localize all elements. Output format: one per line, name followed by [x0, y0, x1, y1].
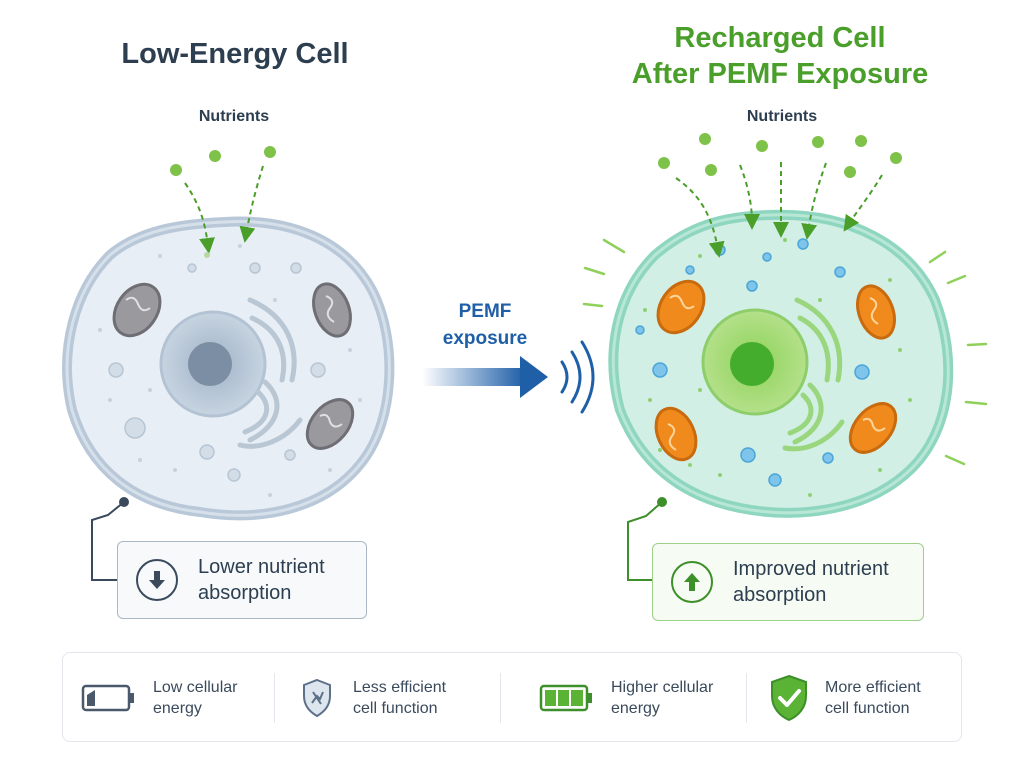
legend-line1: Less efficient: [353, 679, 447, 696]
pemf-exposure-label: PEMF exposure: [420, 298, 550, 352]
full-battery-icon: [539, 684, 592, 712]
legend-line1: Higher cellular: [611, 679, 714, 696]
legend-line2: energy: [611, 700, 660, 717]
recharged-title-line1: Recharged Cell: [674, 22, 886, 54]
left-nutrients-label: Nutrients: [198, 108, 270, 125]
down-arrow-icon: [136, 559, 178, 601]
small-particles: [643, 238, 912, 497]
energy-rays: [582, 238, 988, 466]
legend-text: More efficient cell function: [825, 677, 921, 719]
legend-divider: [500, 673, 501, 723]
low-energy-cell: [62, 216, 395, 521]
legend-text: Less efficient cell function: [353, 677, 446, 719]
legend-divider: [274, 673, 275, 723]
lower-absorption-text: Lower nutrient absorption: [198, 556, 325, 604]
recharged-cell: [608, 209, 954, 518]
legend-text: Higher cellular energy: [611, 677, 713, 719]
small-particles: [98, 244, 362, 497]
right-nutrients-label: Nutrients: [746, 108, 818, 125]
golgi: [237, 297, 303, 449]
vesicles: [635, 238, 870, 487]
legend-line1: More efficient: [825, 679, 921, 696]
low-energy-cell-title: Low-Energy Cell: [121, 38, 349, 70]
recharged-title-line2: After PEMF Exposure: [631, 58, 929, 90]
pemf-label-line1: PEMF: [458, 301, 512, 322]
legend-divider: [746, 673, 747, 723]
legend-bar: Low cellular energy Less efficient cell …: [62, 652, 962, 742]
legend-item-less-efficient: Less efficient cell function: [301, 653, 446, 743]
legend-item-more-efficient: More efficient cell function: [769, 653, 921, 743]
legend-item-higher-energy: Higher cellular energy: [539, 653, 713, 743]
shield-icon: [303, 678, 331, 718]
pemf-label-line2: exposure: [442, 328, 528, 349]
left-nutrient-particles: [170, 146, 276, 258]
pemf-arrow: [422, 356, 548, 398]
right-nutrient-particles: [658, 133, 902, 258]
low-battery-icon: [81, 684, 134, 712]
legend-line2: energy: [153, 700, 202, 717]
improved-absorption-text: Improved nutrient absorption: [733, 558, 889, 606]
right-callout-connector: [627, 501, 663, 581]
nucleolus: [188, 342, 232, 386]
mitochondria: [654, 279, 898, 462]
legend-item-low-energy: Low cellular energy: [81, 653, 237, 743]
legend-line2: cell function: [353, 700, 438, 717]
mitochondria: [112, 282, 355, 450]
lower-absorption-callout: Lower nutrient absorption: [117, 541, 367, 619]
up-arrow-icon: [671, 561, 713, 603]
wave-signal-icon: [560, 340, 595, 414]
golgi: [782, 297, 845, 452]
improved-absorption-callout: Improved nutrient absorption: [652, 543, 924, 621]
recharged-cell-title: Recharged Cell After PEMF Exposure: [590, 20, 970, 92]
left-callout-connector: [91, 501, 125, 581]
legend-text: Low cellular energy: [153, 677, 237, 719]
nucleolus: [730, 342, 774, 386]
vesicles: [108, 262, 326, 482]
legend-line1: Low cellular: [153, 679, 238, 696]
legend-line2: cell function: [825, 700, 910, 717]
shield-check-icon: [771, 674, 807, 722]
